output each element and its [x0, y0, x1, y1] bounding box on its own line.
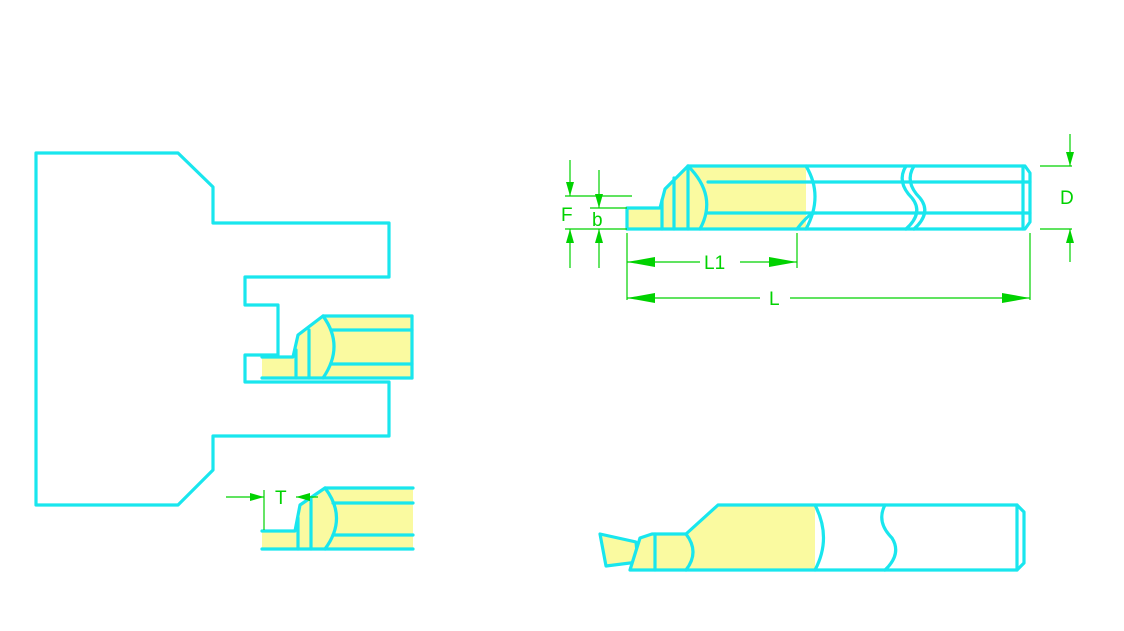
- bottom-tool-yellow-body: [630, 505, 815, 570]
- dimension-D: D: [1040, 134, 1074, 262]
- dimension-F: F: [561, 160, 632, 268]
- top-tool-yellow-insert: [627, 166, 806, 229]
- workpiece-hatched-body: [34, 151, 391, 507]
- bottom-tool-insert-tip: [600, 534, 638, 566]
- dimension-T: T: [226, 488, 318, 530]
- tool-outline-in-bore: [260, 314, 414, 380]
- tool-curve: [686, 164, 709, 231]
- tool-break-wave: [880, 503, 898, 572]
- tool-curve: [795, 211, 818, 231]
- tool-detail-small: [260, 486, 415, 551]
- tool-break-left: [804, 164, 817, 231]
- tool-curve: [323, 486, 338, 551]
- dimension-L: L: [627, 233, 1031, 310]
- label-D: D: [1060, 188, 1074, 209]
- label-F: F: [561, 205, 573, 226]
- tool-curve: [321, 314, 336, 380]
- tool-view-bottom: [598, 503, 1026, 572]
- label-L1: L1: [704, 253, 725, 274]
- small-tool-outline: [260, 486, 415, 551]
- boring-tool-in-bore: [260, 314, 414, 380]
- tool-curve: [684, 532, 695, 572]
- tool-break-wave: [900, 164, 919, 231]
- dimension-b: b: [590, 170, 627, 268]
- label-L: L: [769, 289, 780, 310]
- tool-break-left: [813, 503, 825, 572]
- dimension-L1: L1: [626, 233, 798, 300]
- tool-side-view-top: [625, 164, 1032, 231]
- label-b: b: [592, 210, 603, 231]
- bottom-tool-outline: [628, 503, 1026, 572]
- label-T: T: [275, 488, 287, 509]
- tool-shank-in-bore: [262, 316, 412, 378]
- tool-break-wave: [908, 164, 927, 231]
- workpiece-section: [34, 151, 391, 507]
